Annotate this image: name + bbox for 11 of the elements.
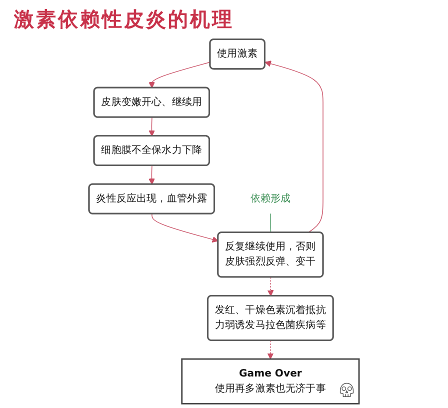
node-text: 依赖形成: [250, 192, 291, 204]
connector: [270, 213, 272, 234]
arrow: [264, 60, 324, 234]
arrow: [148, 117, 155, 136]
arrow: [267, 340, 274, 360]
arrow: [152, 214, 219, 243]
diagram-title: 激素依赖性皮炎的机理: [12, 6, 235, 33]
node-box: Game Over 使用再多激素也无济于事: [181, 358, 360, 404]
arrow: [267, 276, 274, 296]
arrow: [148, 62, 211, 88]
arrow: [148, 165, 155, 185]
